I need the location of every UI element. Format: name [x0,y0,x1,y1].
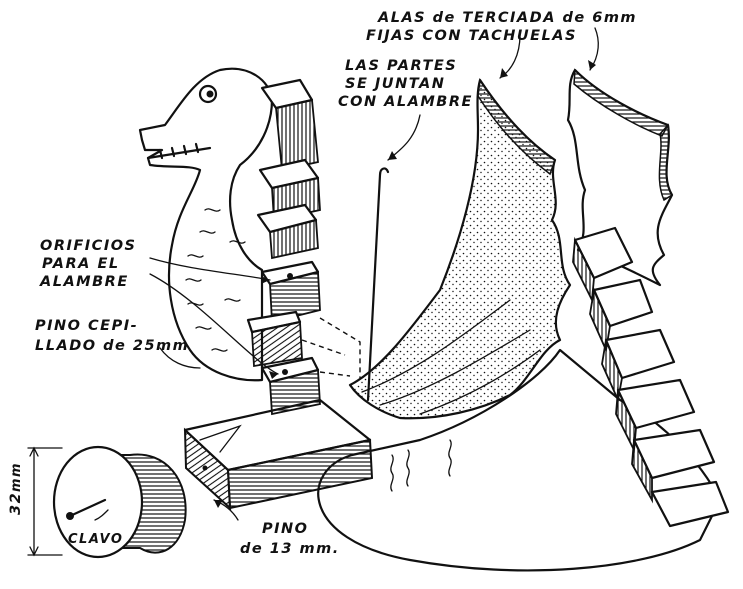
label-dimension: 32 mm [8,462,24,515]
wire [366,167,390,402]
label-wings: ALAS de TERCIADA de 6mm FIJAS CON TACHUE… [366,10,637,44]
label-clavo: CLAVO [68,532,123,547]
dragon-neck-scales [185,208,246,352]
left-wing [348,78,572,420]
dimension-32 [27,446,63,557]
label-holes-line1: ORIFICIOS [40,238,137,254]
label-parts-line2: SE JUNTAN [345,76,445,92]
label-pino13-line1: PINO [262,521,308,537]
right-wing-edge-2 [658,123,674,202]
label-pine-line2: LLADO de 25mm [35,338,189,354]
label-wings-line1: ALAS de TERCIADA de 6mm [377,10,637,26]
label-pino13-line2: de 13 mm. [240,541,340,557]
label-pine-line1: PINO CEPI- [35,318,138,334]
wing-ribs [361,299,541,415]
base-board [183,398,374,511]
assembly-dashes [301,317,361,378]
label-pino13: PINO de 13 mm. [240,521,340,557]
label-dim-mm: mm [9,462,24,492]
leader-arrowheads [214,60,596,508]
label-parts-line1: LAS PARTES [345,58,457,74]
label-parts-line3: CON ALAMBRE [338,94,473,110]
label-holes-line2: PARA EL [42,256,120,272]
label-dim-32: 32 [8,492,24,515]
label-holes: ORIFICIOS PARA EL ALAMBRE [39,238,137,290]
label-parts: LAS PARTES SE JUNTAN CON ALAMBRE [338,58,473,110]
tail-segments [572,226,730,528]
body-scale-marks [390,439,452,492]
label-pine: PINO CEPI- LLADO de 25mm [35,318,189,354]
dragon-neck [138,67,274,382]
label-holes-line3: ALAMBRE [39,274,129,290]
label-wings-line2: FIJAS CON TACHUELAS [366,28,577,44]
wheel [52,445,187,559]
left-wing-edge [477,77,556,176]
neck-segments [246,78,321,416]
dragon-teeth [146,142,212,160]
